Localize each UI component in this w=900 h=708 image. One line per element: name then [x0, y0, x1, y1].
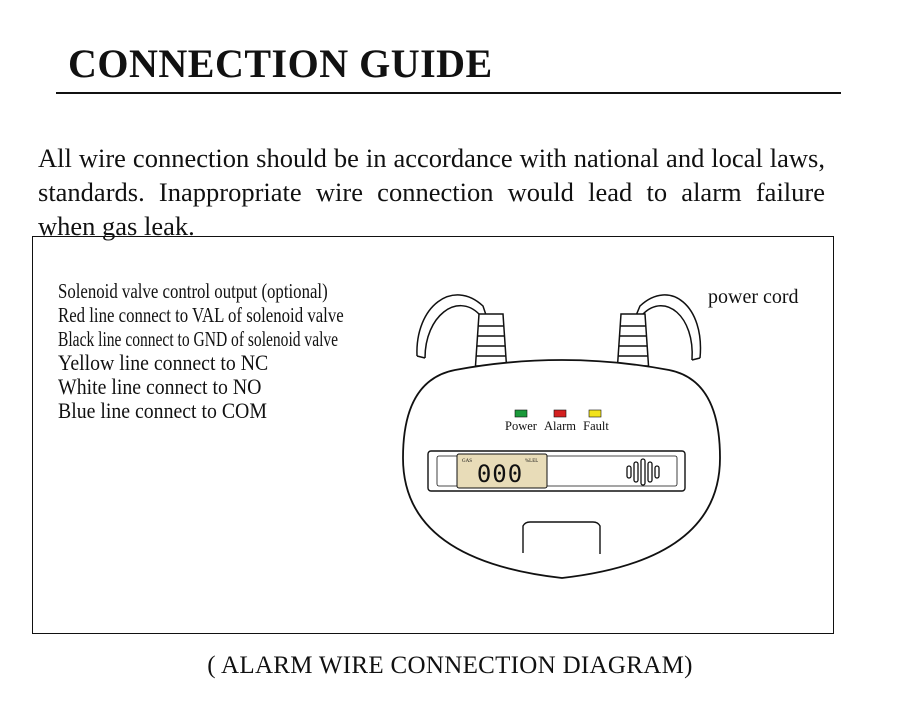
power-led — [514, 409, 528, 418]
lcd-unit: %LEL — [525, 459, 538, 464]
diagram-caption: ( ALARM WIRE CONNECTION DIAGRAM) — [207, 652, 693, 679]
left-cable — [416, 294, 508, 374]
wire-label-yellow: Yellow line connect to NC — [58, 350, 269, 375]
fault-led-label: Fault — [583, 419, 609, 433]
fault-led — [588, 409, 602, 418]
display-strip-inner — [436, 455, 678, 487]
wire-label-red: Red line connect to VAL of solenoid valv… — [58, 303, 344, 327]
wire-label-black: Black line connect to GND of solenoid va… — [58, 327, 339, 351]
lcd-screen — [456, 453, 548, 489]
bottom-button — [522, 521, 601, 554]
wire-legend: Solenoid valve control output (optional)… — [58, 279, 436, 423]
wire-label-blue: Blue line connect to COM — [58, 398, 267, 423]
intro-paragraph: All wire connection should be in accorda… — [38, 142, 825, 241]
power-cord-label: power cord — [708, 286, 799, 308]
right-cable — [616, 294, 702, 374]
page-title: CONNECTION GUIDE — [68, 41, 493, 86]
wire-label-white: White line connect to NO — [58, 374, 262, 399]
title-underline — [56, 92, 841, 94]
alarm-led-label: Alarm — [544, 419, 576, 433]
speaker-grille — [626, 458, 660, 486]
alarm-led — [553, 409, 567, 418]
lcd-gas-label: GAS — [462, 459, 472, 464]
diagram-frame — [32, 236, 834, 634]
lcd-value: 000 — [477, 460, 523, 488]
power-led-label: Power — [505, 419, 538, 433]
wire-label-solenoid-output: Solenoid valve control output (optional) — [58, 279, 328, 303]
gas-alarm-device: Power Alarm Fault GAS 000 %LEL — [395, 278, 730, 588]
